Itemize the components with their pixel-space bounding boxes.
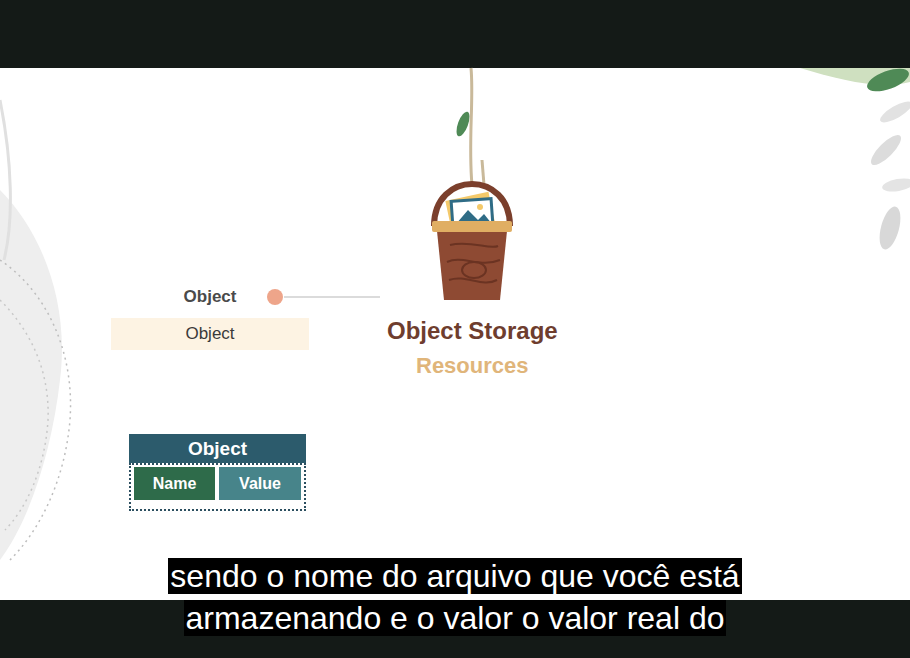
bucket-rim [432,221,512,232]
picture-icon [477,204,483,210]
left-dotted-arc [0,260,71,560]
bucket-body [437,231,507,300]
leader-line [284,296,380,298]
field-label: Name [134,467,215,500]
object-label-box: ObjectObject [111,285,309,350]
field-box: Name [134,467,215,500]
right-leaf [864,64,910,96]
title-label: Object Storage [387,317,558,345]
left-stem [0,100,10,260]
right-leaf [876,204,905,251]
right-leaf [881,176,910,193]
leader-dot [267,289,283,305]
wood-grain [462,262,486,278]
subtitle-text: sendo o nome do arquivo que você está ar… [168,558,741,636]
node-label: Object [111,318,309,350]
left-decor [0,190,62,560]
field-box: Value [219,467,301,500]
wood-grain [447,244,500,283]
rope [482,160,484,185]
top-bar [0,0,910,68]
leaf [454,110,472,138]
subtitle-label: Resources [416,353,529,379]
subtitle-box: sendo o nome do arquivo que você está ar… [115,555,795,639]
table-header: Object [129,434,306,463]
left-dotted-arc [0,300,48,530]
object-table: ObjectNameValue [129,434,306,511]
right-leaf [867,131,905,169]
field-label: Value [219,467,301,500]
right-leaf [877,98,910,126]
rope [471,68,472,185]
node-heading: Object [111,285,309,309]
